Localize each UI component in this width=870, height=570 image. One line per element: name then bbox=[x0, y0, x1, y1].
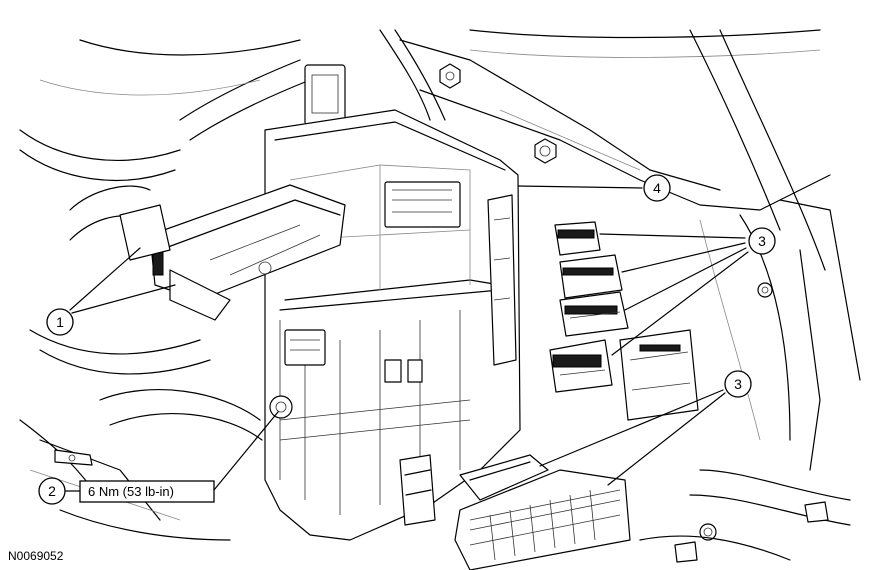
torque-spec-box bbox=[79, 480, 215, 503]
connector bbox=[559, 291, 629, 337]
callout-3-lower: 3 bbox=[724, 370, 752, 398]
connector bbox=[554, 221, 601, 256]
bolt-icon bbox=[439, 63, 461, 89]
svg-text:2: 2 bbox=[48, 483, 56, 499]
background-structure bbox=[19, 29, 861, 561]
bracket-connector bbox=[119, 184, 346, 321]
figure-id: N0069052 bbox=[8, 549, 64, 563]
leader-line-3b bbox=[621, 242, 746, 273]
connector bbox=[549, 339, 613, 393]
leader-line-3d bbox=[611, 251, 749, 356]
svg-text:3: 3 bbox=[758, 233, 766, 249]
callout-1: 1 bbox=[46, 308, 74, 336]
connector bbox=[559, 254, 623, 299]
callout-2: 2 6 Nm (53 lb-in) bbox=[38, 477, 215, 505]
callout-4: 4 bbox=[643, 174, 671, 202]
leader-line-2 bbox=[213, 411, 279, 491]
torque-spec-text: 6 Nm (53 lb-in) bbox=[88, 484, 174, 499]
leader-line-4 bbox=[517, 185, 643, 189]
leader-line-3a bbox=[599, 233, 746, 239]
leader-line-1a bbox=[69, 247, 141, 311]
leader-line-1b bbox=[71, 284, 176, 314]
svg-text:3: 3 bbox=[734, 376, 742, 392]
connector-stack bbox=[549, 221, 699, 421]
bolt-icon bbox=[534, 138, 557, 164]
leader-lines bbox=[69, 185, 749, 491]
bolt-icon bbox=[699, 523, 717, 541]
leader-line-3e bbox=[539, 389, 724, 467]
bolt-icon bbox=[757, 282, 773, 298]
svg-text:1: 1 bbox=[56, 314, 64, 330]
leader-line-3c bbox=[624, 247, 747, 311]
svg-text:4: 4 bbox=[653, 180, 661, 196]
callout-3-upper: 3 bbox=[748, 227, 776, 255]
lower-connectors bbox=[54, 449, 829, 570]
leader-line-3f bbox=[607, 392, 726, 486]
connector bbox=[619, 329, 699, 421]
